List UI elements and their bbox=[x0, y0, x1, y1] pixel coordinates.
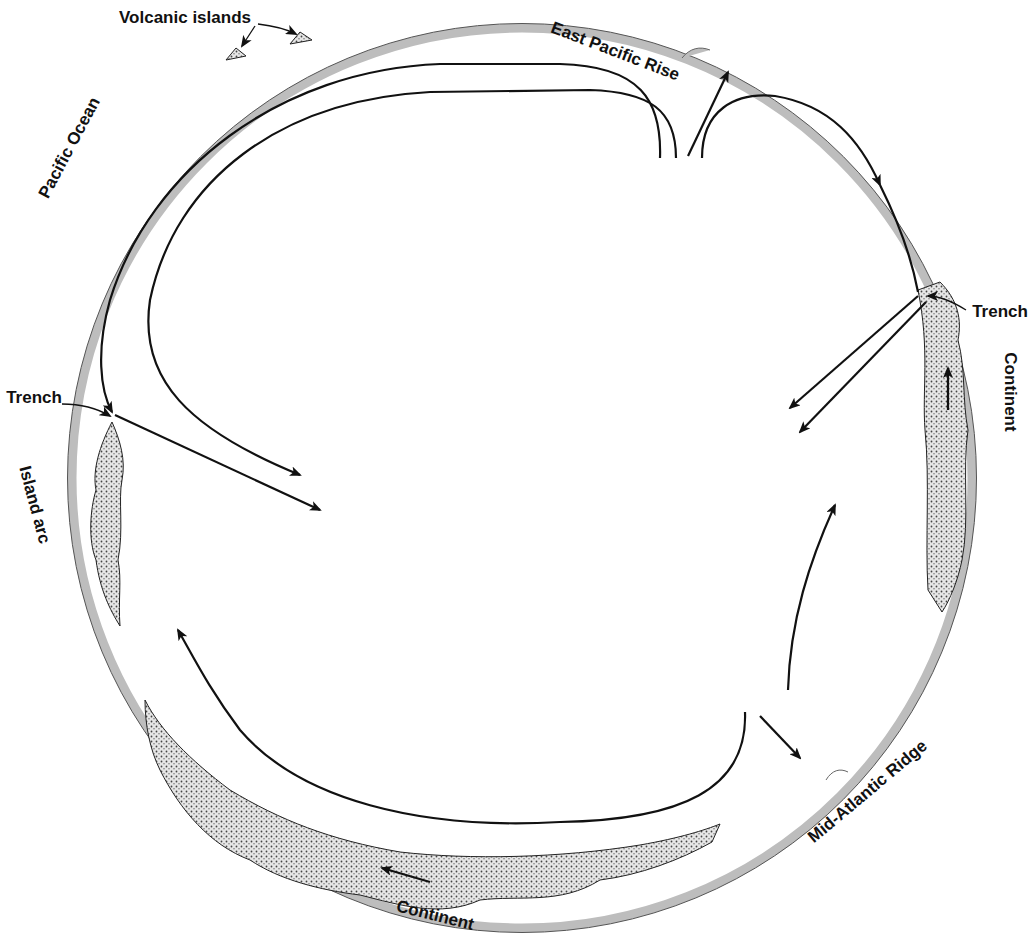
region-label: Mid-Atlantic Ridge bbox=[803, 735, 934, 849]
continent-shape bbox=[145, 700, 720, 909]
region-label: Pacific Ocean bbox=[34, 92, 106, 204]
volcanic-island bbox=[226, 48, 246, 60]
island-arc-shape bbox=[91, 422, 124, 626]
continent-shape bbox=[918, 282, 968, 612]
earth-outline bbox=[68, 24, 977, 933]
ridge-bump bbox=[826, 770, 848, 780]
region-label: Continent bbox=[1000, 350, 1021, 433]
region-label: Volcanic islands bbox=[117, 8, 253, 29]
leader-lines bbox=[62, 24, 966, 416]
crust-band bbox=[72, 28, 972, 928]
region-label: Island arc bbox=[13, 462, 55, 548]
flow-lines bbox=[101, 64, 948, 882]
region-label: Trench bbox=[970, 302, 1030, 323]
volcanic-island bbox=[290, 32, 312, 44]
region-label: Trench bbox=[4, 388, 64, 409]
ridge-bump bbox=[682, 48, 710, 58]
